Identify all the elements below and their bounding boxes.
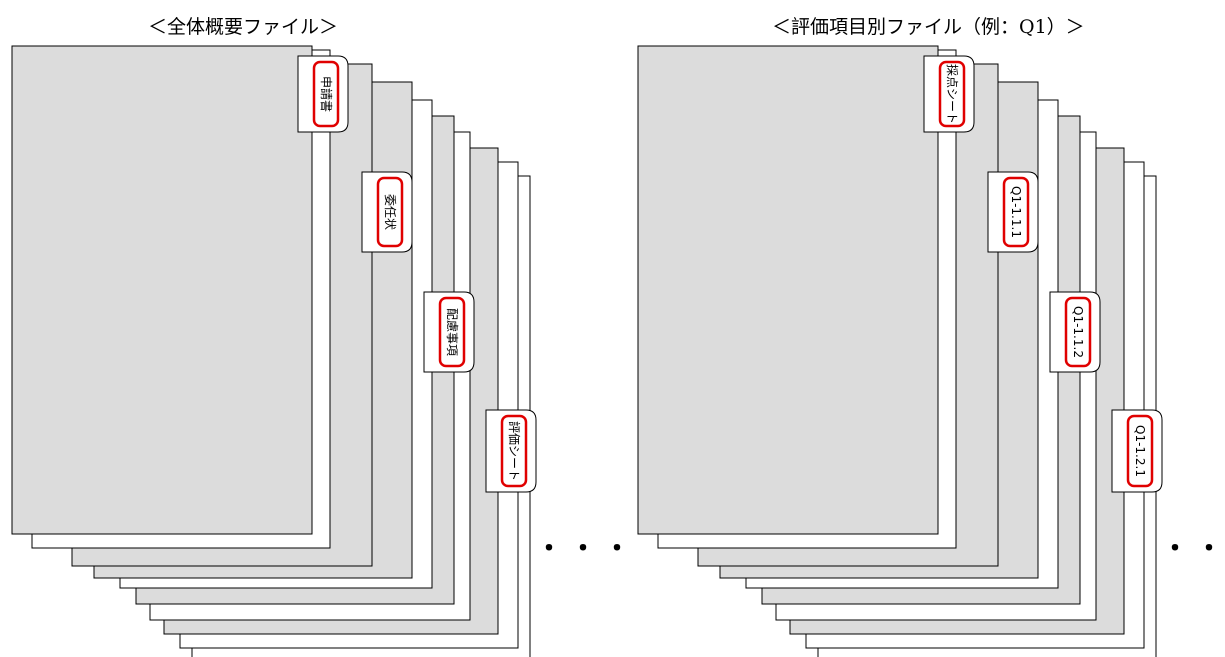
- tab-highlight-frame: [438, 296, 466, 368]
- item-tab-2[interactable]: Q1-1.1.1: [987, 171, 1039, 253]
- page-sheet: [11, 45, 313, 535]
- tab-highlight-frame: [312, 60, 340, 128]
- left-file-title: ＜全体概要ファイル＞: [148, 16, 339, 38]
- overview-tab-4[interactable]: 評価シート: [485, 409, 537, 493]
- tab-label: 委任状: [383, 194, 397, 230]
- tab-label: 申請書: [319, 76, 333, 112]
- tab-highlight-frame: [1064, 296, 1092, 368]
- continuation-ellipsis-right: ・・・: [1162, 534, 1225, 564]
- item-tab-1[interactable]: 採点シート: [923, 55, 975, 133]
- item-tab-3[interactable]: Q1-1.1.2: [1049, 291, 1101, 373]
- tab-label: Q1-1.1.1: [1009, 186, 1023, 238]
- tab-highlight-frame: [1126, 414, 1154, 488]
- right-file-title: ＜評価項目別ファイル（例：Q1）＞: [772, 16, 1085, 38]
- tab-label: 配慮事項: [445, 308, 459, 356]
- item-tab-4[interactable]: Q1-1.2.1: [1111, 409, 1163, 493]
- tab-highlight-frame: [1002, 176, 1030, 248]
- overview-tab-3[interactable]: 配慮事項: [423, 291, 475, 373]
- overview-tab-1[interactable]: 申請書: [297, 55, 349, 133]
- tab-label: 評価シート: [507, 421, 522, 481]
- overview-tab-2[interactable]: 委任状: [361, 171, 413, 253]
- tab-label: Q1-1.2.1: [1133, 425, 1147, 477]
- tab-label: 採点シート: [945, 64, 959, 124]
- tab-highlight-frame: [500, 414, 528, 488]
- tab-label: Q1-1.1.2: [1071, 306, 1085, 358]
- tab-highlight-frame: [938, 60, 966, 128]
- page-sheet: [637, 45, 939, 535]
- item-file-stack: 採点シート Q1-1.1.1Q1-1.1.2Q1-1.2.1: [637, 45, 1163, 657]
- continuation-ellipsis-left: ・・・: [536, 534, 639, 564]
- tab-highlight-frame: [376, 176, 404, 248]
